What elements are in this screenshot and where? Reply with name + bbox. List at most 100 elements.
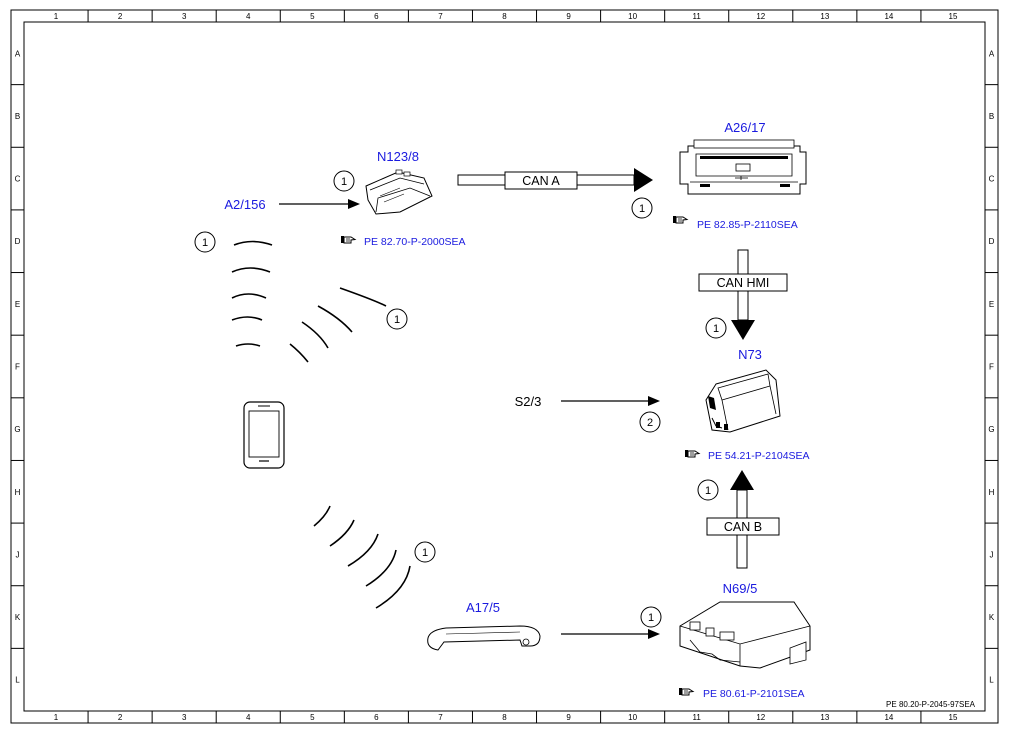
grid-column-label-bottom: 13 [820,713,829,722]
n73-label: N73 [738,347,762,362]
n123-8-label: N123/8 [377,149,419,164]
marker-1-near-a2-156: 1 [333,170,355,192]
can-a-bus-label-box: CAN A [504,171,578,190]
grid-row-label-left: E [15,300,20,309]
grid-row-label-right: B [989,112,994,121]
can-hmi-bus-label-box: CAN HMI [698,273,788,292]
document-id: PE 80.20-P-2045-97SEA [886,700,976,709]
a26-17-label: A26/17 [724,120,765,135]
grid-column-label-bottom: 6 [374,713,379,722]
n69-5-keyless-module-icon[interactable] [679,601,811,669]
grid-row-label-left: H [15,488,21,497]
can-hmi-bus-arrow [731,249,755,340]
grid-column-label-top: 1 [54,12,59,21]
s2-3-arrow [561,396,660,406]
smartphone-icon[interactable] [243,401,285,469]
marker-1-waves-top-left: 1 [194,231,216,253]
n69-5-ref-link[interactable]: PE 80.61-P-2101SEA [678,687,805,700]
n123-8-module-icon[interactable] [365,169,433,215]
can-b-label: CAN B [724,520,762,534]
drawing-frame: 1122334455667788991010111112121313141415… [10,9,999,724]
grid-row-label-left: A [15,49,21,58]
grid-column-label-top: 13 [820,12,829,21]
marker-1-can-b: 1 [697,479,719,501]
a2-156-arrow [279,199,360,209]
marker-1-can-a: 1 [631,197,653,219]
a26-17-ref: PE 82.85-P-2110SEA [697,219,798,231]
grid-row-label-left: B [15,112,20,121]
n69-5-ref: PE 80.61-P-2101SEA [703,688,805,700]
a17-5-arrow [561,629,660,639]
grid-column-label-bottom: 15 [949,713,958,722]
grid-column-label-bottom: 5 [310,713,315,722]
grid-column-label-bottom: 3 [182,713,187,722]
pointing-hand-icon [672,215,688,224]
svg-text:1: 1 [705,485,711,497]
grid-column-label-top: 12 [756,12,765,21]
can-b-bus-label-box: CAN B [706,517,780,536]
grid-column-label-bottom: 11 [693,713,702,722]
a26-17-head-unit-icon[interactable] [679,139,807,195]
grid-column-label-bottom: 9 [566,713,571,722]
grid-row-label-right: H [989,488,995,497]
marker-1-can-hmi: 1 [705,317,727,339]
grid-column-label-top: 2 [118,12,123,21]
grid-column-label-top: 4 [246,12,251,21]
grid-row-label-right: A [989,49,995,58]
svg-text:1: 1 [394,314,400,326]
grid-row-label-left: C [15,175,21,184]
grid-row-label-right: F [989,363,994,372]
grid-column-label-top: 15 [949,12,958,21]
marker-1-waves-top-right: 1 [386,308,408,330]
svg-text:1: 1 [639,203,645,215]
a26-17-ref-link[interactable]: PE 82.85-P-2110SEA [672,215,798,231]
grid-column-label-top: 10 [628,12,637,21]
can-hmi-label: CAN HMI [717,276,770,290]
a2-156-label: A2/156 [224,197,265,212]
grid-row-label-right: E [989,300,994,309]
grid-column-label-bottom: 7 [438,713,443,722]
grid-row-label-right: K [989,613,995,622]
grid-row-label-right: G [988,425,994,434]
svg-text:1: 1 [648,612,654,624]
wireless-signal-waves [231,240,411,609]
grid-column-label-top: 6 [374,12,379,21]
grid-row-label-left: K [15,613,21,622]
grid-column-label-bottom: 4 [246,713,251,722]
marker-1-waves-bottom: 1 [414,541,436,563]
grid-column-label-top: 3 [182,12,187,21]
a17-5-door-handle-icon[interactable] [427,625,541,651]
grid-row-label-left: L [15,676,20,685]
n123-8-ref-link[interactable]: PE 82.70-P-2000SEA [340,235,466,248]
svg-text:1: 1 [202,237,208,249]
n123-8-ref: PE 82.70-P-2000SEA [364,236,466,248]
grid-column-label-top: 8 [502,12,507,21]
grid-row-label-right: C [989,175,995,184]
grid-column-label-bottom: 2 [118,713,123,722]
marker-1-a17-5: 1 [640,606,662,628]
n73-ignition-module-icon[interactable] [705,369,781,433]
pointing-hand-icon [340,235,356,244]
n73-ref-link[interactable]: PE 54.21-P-2104SEA [684,449,810,462]
grid-column-label-bottom: 10 [628,713,637,722]
grid-row-label-left: D [15,237,21,246]
grid-row-label-left: F [15,363,20,372]
grid-row-label-right: J [990,550,994,559]
grid-row-label-right: L [989,676,994,685]
n73-ref: PE 54.21-P-2104SEA [708,450,810,462]
marker-2-s2-3: 2 [639,411,661,433]
can-a-label: CAN A [522,174,560,188]
grid-column-label-bottom: 14 [884,713,893,722]
grid-column-label-top: 7 [438,12,443,21]
grid-column-label-top: 14 [884,12,893,21]
svg-text:1: 1 [422,547,428,559]
pointing-hand-icon [678,687,694,696]
grid-column-label-top: 11 [693,12,702,21]
grid-column-label-bottom: 12 [756,713,765,722]
grid-column-label-top: 5 [310,12,315,21]
grid-row-label-right: D [989,237,995,246]
grid-row-label-left: G [14,425,20,434]
a17-5-label: A17/5 [466,600,500,615]
n69-5-label: N69/5 [723,581,758,596]
svg-text:2: 2 [647,417,653,429]
